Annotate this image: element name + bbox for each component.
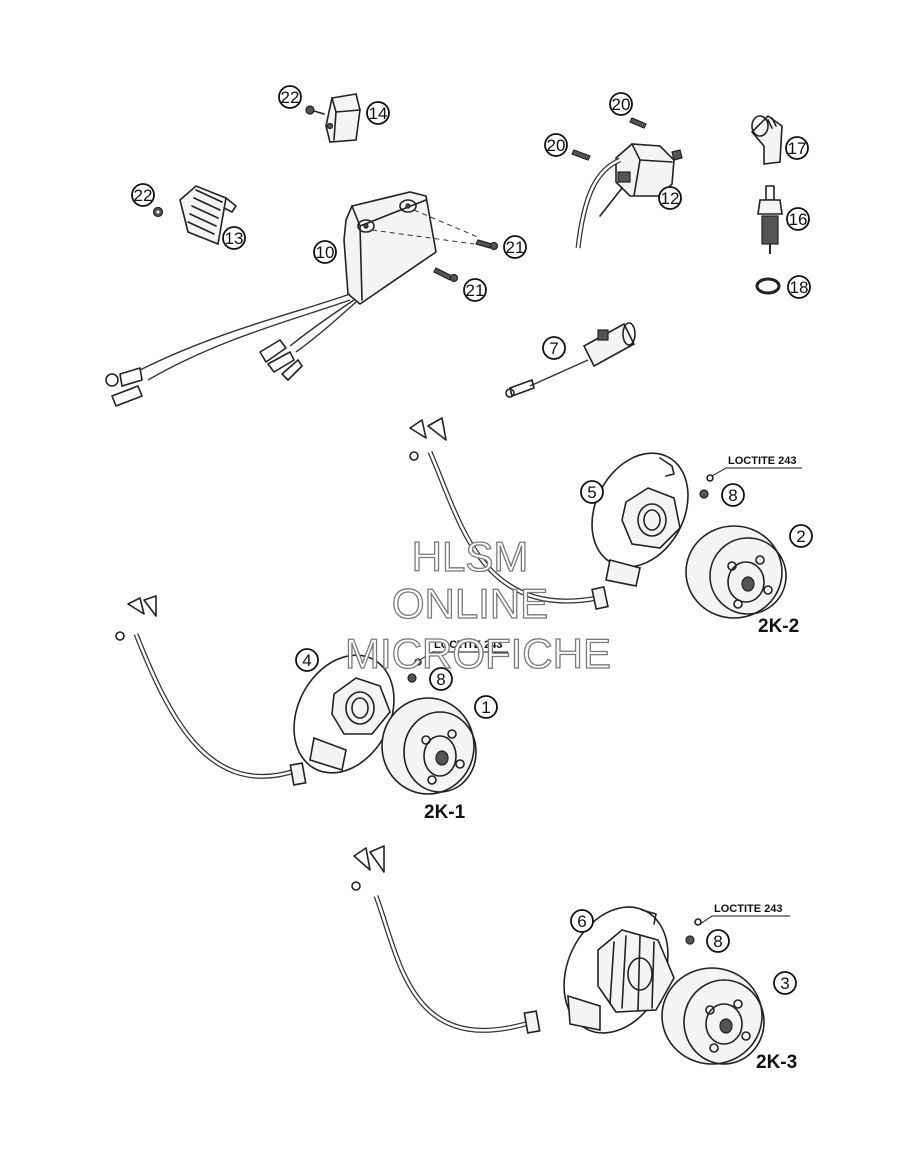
screw-21-upper	[475, 239, 499, 251]
callout-22-left: 22	[131, 183, 155, 207]
callout-14: 14	[366, 101, 390, 125]
svg-text:20: 20	[547, 136, 566, 155]
svg-text:16: 16	[789, 210, 808, 229]
screw-8-2k2	[699, 474, 714, 499]
part-6-stator-2k3	[563, 906, 675, 1034]
callout-10: 10	[313, 240, 337, 264]
callout-4: 4	[295, 648, 319, 672]
svg-text:12: 12	[661, 189, 680, 208]
svg-text:10: 10	[316, 243, 335, 262]
screw-22-top	[305, 105, 325, 115]
loctite-text-2k3: LOCTITE 243	[714, 903, 782, 915]
callout-8-2k2: 8	[721, 483, 745, 507]
svg-text:8: 8	[728, 486, 737, 505]
stator-2k1-wiring	[115, 595, 307, 786]
part-7-condenser	[505, 322, 636, 398]
svg-text:17: 17	[788, 139, 807, 158]
svg-text:5: 5	[587, 483, 596, 502]
part-14-bracket	[325, 93, 361, 143]
screw-8-2k3	[685, 918, 702, 945]
stator-2k3-wiring	[351, 845, 541, 1034]
svg-text:20: 20	[612, 95, 631, 114]
svg-text:8: 8	[436, 670, 445, 689]
watermark-line-2: ONLINE	[392, 580, 548, 627]
callout-12: 12	[658, 186, 682, 210]
svg-text:14: 14	[369, 104, 388, 123]
callout-3: 3	[773, 971, 797, 995]
watermark-line-1: HLSM	[412, 533, 529, 580]
loctite-label-2k3: LOCTITE 243	[699, 903, 790, 925]
screw-20-upper	[629, 117, 647, 129]
screw-22-left	[152, 206, 164, 218]
callout-1: 1	[474, 695, 498, 719]
svg-text:6: 6	[577, 912, 586, 931]
svg-text:21: 21	[506, 238, 525, 257]
part-13-regulator	[179, 185, 237, 246]
callout-18: 18	[787, 275, 811, 299]
callout-21-upper: 21	[503, 235, 527, 259]
callout-20-upper: 20	[609, 92, 633, 116]
variant-label-2k3: 2K-3	[756, 1052, 797, 1073]
part-10-cdi-unit	[343, 191, 481, 306]
callout-2: 2	[789, 524, 813, 548]
loctite-text-2k2: LOCTITE 243	[728, 455, 796, 467]
callout-20-left: 20	[544, 133, 568, 157]
callout-17: 17	[785, 136, 809, 160]
part-18-washer	[755, 277, 781, 295]
callout-22-top: 22	[278, 85, 302, 109]
callout-8-2k3: 8	[706, 929, 730, 953]
screw-21-lower	[433, 267, 459, 283]
svg-text:2: 2	[796, 527, 805, 546]
stator-2k2-wiring	[409, 417, 609, 610]
svg-text:1: 1	[481, 698, 490, 717]
loctite-label-2k1: LOCTITE 243	[419, 639, 508, 661]
svg-text:21: 21	[466, 281, 485, 300]
callout-21-lower: 21	[463, 278, 487, 302]
loctite-label-2k2: LOCTITE 243	[711, 455, 802, 477]
screw-8-2k1	[407, 658, 422, 683]
part-16-spark-plug	[757, 185, 783, 254]
svg-text:4: 4	[302, 651, 311, 670]
svg-text:18: 18	[790, 278, 809, 297]
callout-16: 16	[786, 207, 810, 231]
watermark-line-3: MICROFICHE	[345, 630, 611, 677]
callout-6: 6	[570, 909, 594, 933]
callout-7: 7	[542, 336, 566, 360]
callout-5: 5	[580, 480, 604, 504]
watermark: HLSM ONLINE MICROFICHE	[344, 532, 611, 677]
svg-text:3: 3	[780, 974, 789, 993]
svg-text:13: 13	[225, 229, 244, 248]
loctite-text-2k1: LOCTITE 243	[434, 639, 502, 651]
variant-label-2k1: 2K-1	[424, 802, 466, 823]
svg-text:22: 22	[281, 88, 300, 107]
part-12-ignition-coil	[575, 143, 683, 249]
svg-text:7: 7	[549, 339, 558, 358]
cdi-wiring-harness	[105, 293, 357, 407]
svg-text:8: 8	[713, 932, 722, 951]
part-2-rotor-2k2	[685, 525, 787, 619]
callout-8-2k1: 8	[429, 667, 453, 691]
screw-20-left	[571, 149, 591, 161]
svg-text:22: 22	[134, 186, 153, 205]
part-1-rotor-2k1	[381, 697, 477, 795]
variant-label-2k2: 2K-2	[758, 616, 799, 637]
callout-13: 13	[222, 226, 246, 250]
part-3-rotor-2k3	[661, 967, 765, 1065]
part-17-spark-plug-cap	[750, 114, 783, 165]
